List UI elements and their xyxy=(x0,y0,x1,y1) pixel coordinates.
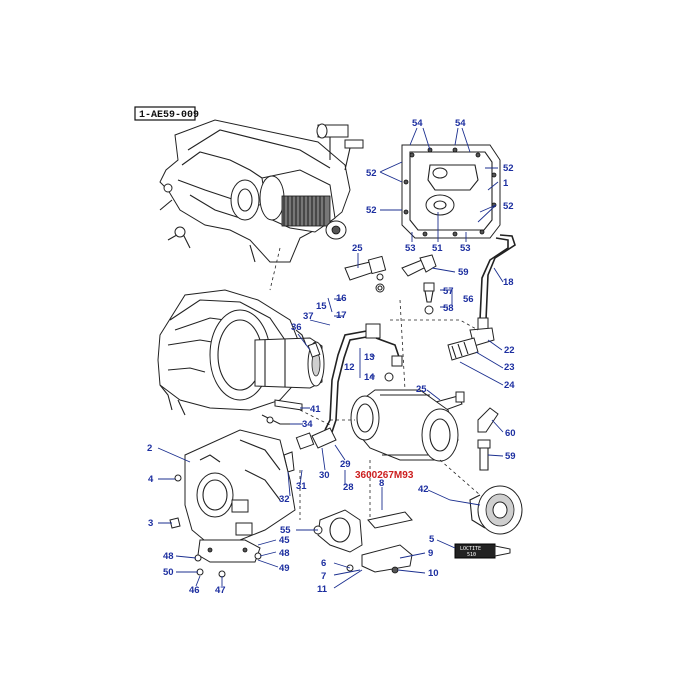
callout-46: 46 xyxy=(189,585,200,596)
callout-41: 41 xyxy=(310,404,321,415)
callout-6: 6 xyxy=(321,558,326,569)
callout-60: 60 xyxy=(505,428,516,439)
callout-4: 4 xyxy=(148,474,154,485)
callout-22: 22 xyxy=(504,345,515,356)
callout-labels: 54 54 52 52 1 52 52 53 51 53 25 59 18 16… xyxy=(147,118,516,596)
callout-32: 32 xyxy=(279,494,290,505)
callout-25-upper: 25 xyxy=(352,243,363,254)
callout-42: 42 xyxy=(418,484,429,495)
callout-9: 9 xyxy=(428,548,433,559)
cover-plate-illustration xyxy=(313,509,413,574)
callout-55: 55 xyxy=(280,525,291,536)
callout-25-lower: 25 xyxy=(416,384,427,395)
callout-54-left: 54 xyxy=(412,118,423,129)
highlighted-part-number[interactable]: 3600267M93 xyxy=(355,470,414,481)
callout-59-lower: 59 xyxy=(505,451,516,462)
callout-48-right: 48 xyxy=(279,548,290,559)
oil-pipe-illustration xyxy=(295,323,403,450)
callout-52-upper-left: 52 xyxy=(366,168,377,179)
callout-2: 2 xyxy=(147,443,152,454)
callout-52-lower-left: 52 xyxy=(366,205,377,216)
callout-57: 57 xyxy=(443,286,454,297)
release-bearing-illustration xyxy=(469,485,523,535)
callout-30: 30 xyxy=(319,470,330,481)
callout-59-upper: 59 xyxy=(458,267,469,278)
callout-1: 1 xyxy=(503,178,509,189)
callout-50: 50 xyxy=(163,567,174,578)
oil-pan-illustration xyxy=(401,144,501,239)
callout-11: 11 xyxy=(317,584,328,595)
callout-8: 8 xyxy=(379,478,384,489)
callout-48-left: 48 xyxy=(163,551,174,562)
callout-31: 31 xyxy=(296,481,307,492)
callout-5: 5 xyxy=(429,534,435,545)
sealant-tube-label-line-1: LOCTITE xyxy=(460,546,481,552)
callout-53-right: 53 xyxy=(460,243,471,254)
transmission-assembly-illustration xyxy=(159,119,364,263)
callout-54-right: 54 xyxy=(455,118,466,129)
reference-code-box: 1-AE59-009 xyxy=(134,106,199,121)
callout-29: 29 xyxy=(340,459,351,470)
callout-56: 56 xyxy=(463,294,474,305)
callout-52-upper-right: 52 xyxy=(503,163,514,174)
reference-code: 1-AE59-009 xyxy=(139,110,199,121)
callout-18: 18 xyxy=(503,277,514,288)
callout-10: 10 xyxy=(428,568,439,579)
callout-52-lower-right: 52 xyxy=(503,201,514,212)
callout-7: 7 xyxy=(321,571,326,582)
callout-15: 15 xyxy=(316,301,327,312)
callout-47: 47 xyxy=(215,585,226,596)
callout-36: 36 xyxy=(291,322,302,333)
callout-58: 58 xyxy=(443,303,454,314)
sealant-tube-illustration: LOCTITE 510 xyxy=(454,543,511,559)
bearing-carrier-illustration xyxy=(350,389,459,462)
callout-53-left: 53 xyxy=(405,243,416,254)
callout-28: 28 xyxy=(343,482,354,493)
callout-3: 3 xyxy=(148,518,153,529)
callout-14: 14 xyxy=(364,372,375,383)
sealant-tube-label-line-2: 510 xyxy=(467,552,476,558)
callout-34: 34 xyxy=(302,419,313,430)
callout-23: 23 xyxy=(504,362,515,373)
rear-housing-illustration xyxy=(157,289,325,473)
fittings-illustration xyxy=(344,234,516,471)
callout-17: 17 xyxy=(336,310,347,321)
callout-45: 45 xyxy=(279,535,290,546)
bell-housing-illustration xyxy=(169,429,296,578)
callout-51: 51 xyxy=(432,243,443,254)
callout-49: 49 xyxy=(279,563,290,574)
callout-13: 13 xyxy=(364,352,375,363)
callout-16: 16 xyxy=(336,293,347,304)
callout-37: 37 xyxy=(303,311,314,322)
callout-24: 24 xyxy=(504,380,515,391)
leader-lines xyxy=(157,127,504,589)
callout-12: 12 xyxy=(344,362,355,373)
